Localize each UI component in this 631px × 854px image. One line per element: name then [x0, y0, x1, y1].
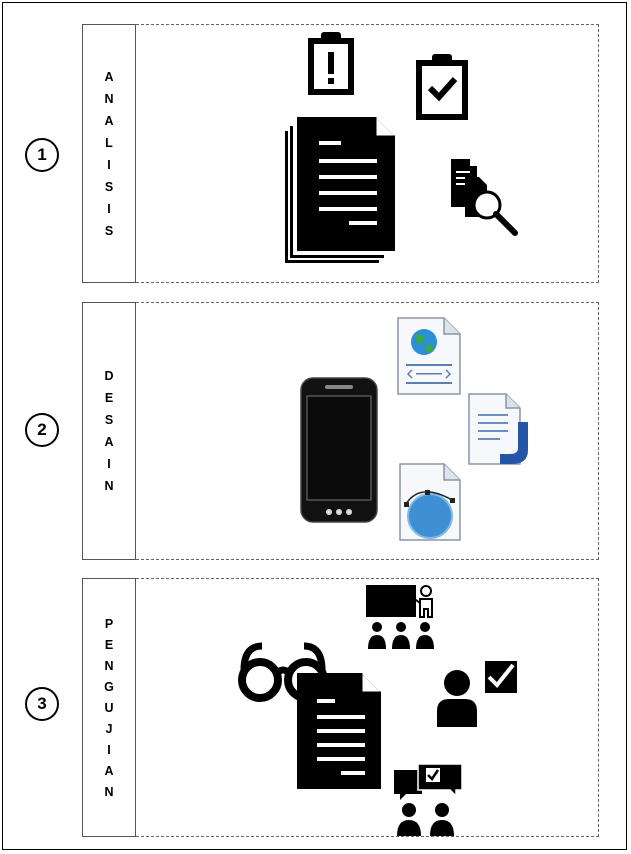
step-3-letter: G — [104, 679, 114, 694]
step-2-letter: S — [104, 413, 114, 427]
step-2-letter: E — [104, 391, 114, 405]
step-3-number: 3 — [25, 687, 59, 721]
step-3-letter: J — [105, 721, 113, 736]
step-3-letter: U — [104, 700, 114, 715]
step-2-letter: I — [107, 457, 111, 471]
step-1-letter: I — [107, 157, 111, 172]
step-3-letter: E — [104, 637, 114, 652]
step-3-letter: P — [104, 616, 114, 631]
step-2-label: D E S A I N — [82, 302, 136, 560]
step-3-content — [136, 578, 599, 837]
vector-document-icon — [399, 463, 461, 541]
step-2-content — [136, 302, 599, 560]
step-3-letter: N — [104, 784, 114, 799]
step-1-letter: S — [104, 223, 114, 238]
document-search-icon — [451, 159, 518, 236]
step-2-letter: N — [104, 479, 114, 493]
step-1-number: 1 — [25, 138, 59, 172]
step-1-letter: A — [104, 113, 114, 128]
presentation-audience-icon — [366, 585, 434, 649]
step-2-letter: D — [104, 369, 114, 383]
step-1-letter: S — [104, 179, 114, 194]
clipboard-alert-icon — [308, 32, 354, 95]
step-3-letter: N — [104, 658, 114, 673]
documents-stack-icon — [285, 117, 395, 263]
step-1-label: A N A L I S I S — [82, 24, 136, 283]
step-1-letter: I — [107, 201, 111, 216]
step-1-letter: L — [105, 135, 113, 150]
web-document-icon — [397, 317, 461, 395]
step-2-number: 2 — [25, 413, 59, 447]
step-3-letter: I — [107, 742, 111, 757]
discussion-icon — [394, 763, 463, 836]
step-1-letter: N — [104, 91, 114, 106]
step-1-letter: A — [104, 69, 114, 84]
step-1-content — [136, 24, 599, 283]
document-icon — [297, 673, 381, 789]
step-3-letter: A — [104, 763, 114, 778]
clipboard-check-icon — [416, 54, 468, 120]
smartphone-icon — [300, 377, 378, 523]
step-2-letter: A — [104, 435, 114, 449]
user-check-icon — [437, 661, 517, 727]
j-document-icon — [468, 393, 528, 465]
step-3-label: P E N G U J I A N — [82, 578, 136, 837]
